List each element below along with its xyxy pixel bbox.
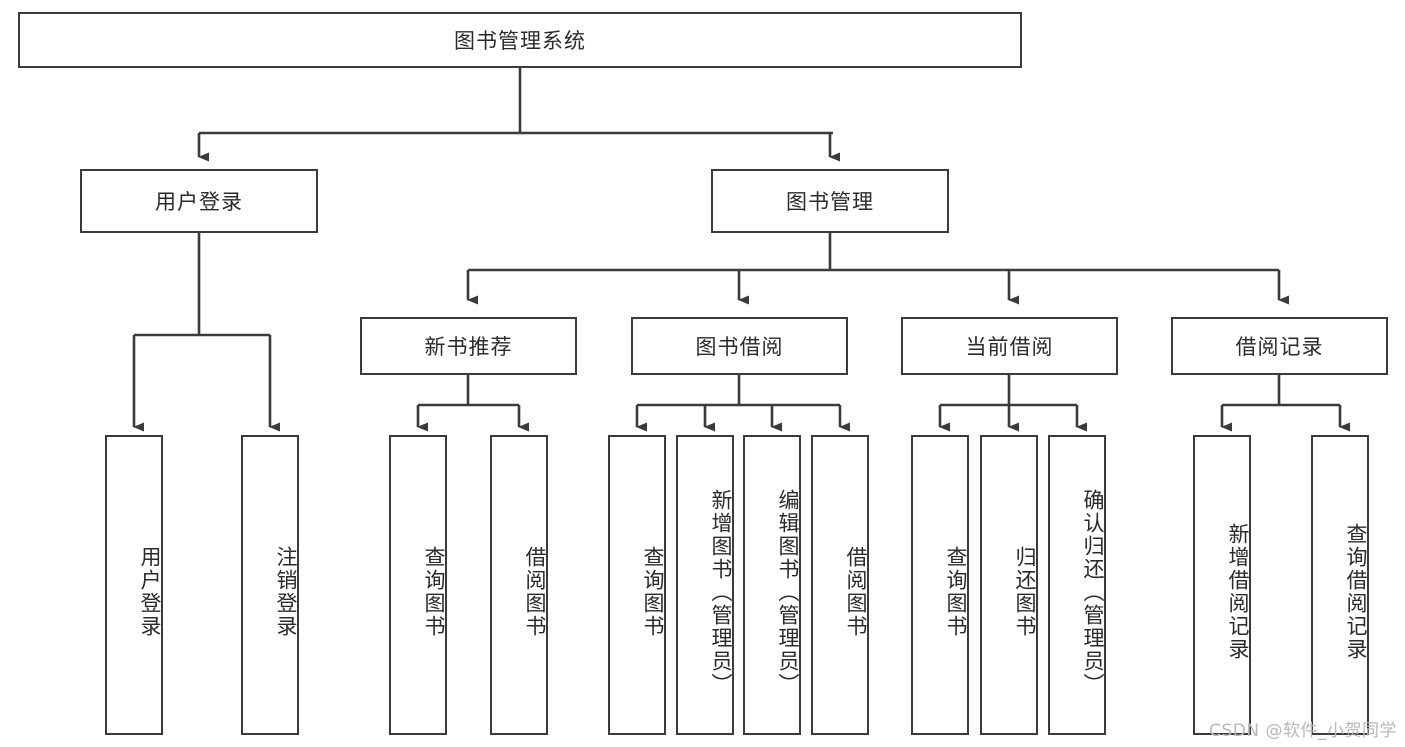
node-leaf-query-book-1-label: 查询图书	[422, 546, 446, 638]
node-leaf-borrow-book-1-label: 借阅图书	[523, 546, 547, 638]
node-leaf-borrow-book-2[interactable]: 借阅图书	[811, 435, 869, 735]
node-leaf-borrow-book-2-label: 借阅图书	[844, 546, 868, 638]
node-leaf-add-record[interactable]: 新增借阅记录	[1193, 435, 1251, 735]
node-borrow-record-label: 借阅记录	[1235, 335, 1324, 359]
node-root-title-label: 图书管理系统	[454, 29, 586, 53]
node-new-book-recommend-label: 新书推荐	[424, 335, 513, 359]
node-leaf-query-record-label: 查询借阅记录	[1344, 523, 1368, 661]
node-leaf-query-book-3[interactable]: 查询图书	[911, 435, 969, 735]
node-book-management-label: 图书管理	[786, 190, 874, 214]
node-book-management[interactable]: 图书管理	[711, 169, 949, 233]
node-leaf-borrow-book-1[interactable]: 借阅图书	[490, 435, 548, 735]
node-leaf-add-book[interactable]: 新增图书（管理员）	[676, 435, 734, 735]
node-leaf-query-book-2-label: 查询图书	[641, 546, 665, 638]
node-leaf-logout-label: 注销登录	[274, 546, 298, 638]
node-leaf-edit-book-label: 编辑图书（管理员）	[776, 488, 800, 696]
node-leaf-query-book-1[interactable]: 查询图书	[389, 435, 447, 735]
node-leaf-confirm-return-label: 确认归还（管理员）	[1081, 488, 1105, 696]
watermark-text: CSDN @软件_小贺同学	[1209, 721, 1397, 741]
node-current-borrow-label: 当前借阅	[965, 335, 1054, 359]
node-user-login[interactable]: 用户登录	[80, 169, 318, 233]
node-leaf-query-record[interactable]: 查询借阅记录	[1311, 435, 1369, 735]
node-leaf-add-book-label: 新增图书（管理员）	[709, 488, 733, 696]
node-borrow-record[interactable]: 借阅记录	[1171, 317, 1388, 375]
node-leaf-add-record-label: 新增借阅记录	[1226, 523, 1250, 661]
node-leaf-return-book-label: 归还图书	[1013, 546, 1037, 638]
node-leaf-return-book[interactable]: 归还图书	[980, 435, 1038, 735]
node-user-login-label: 用户登录	[155, 190, 243, 214]
node-leaf-user-login[interactable]: 用户登录	[105, 435, 163, 735]
node-book-borrow[interactable]: 图书借阅	[631, 317, 848, 375]
node-root-title[interactable]: 图书管理系统	[18, 12, 1022, 68]
node-current-borrow[interactable]: 当前借阅	[901, 317, 1118, 375]
node-leaf-confirm-return[interactable]: 确认归还（管理员）	[1048, 435, 1106, 735]
node-leaf-edit-book[interactable]: 编辑图书（管理员）	[743, 435, 801, 735]
node-book-borrow-label: 图书借阅	[695, 335, 784, 359]
node-leaf-user-login-label: 用户登录	[138, 546, 162, 638]
node-leaf-logout[interactable]: 注销登录	[241, 435, 299, 735]
node-leaf-query-book-2[interactable]: 查询图书	[608, 435, 666, 735]
node-leaf-query-book-3-label: 查询图书	[944, 546, 968, 638]
node-new-book-recommend[interactable]: 新书推荐	[360, 317, 577, 375]
